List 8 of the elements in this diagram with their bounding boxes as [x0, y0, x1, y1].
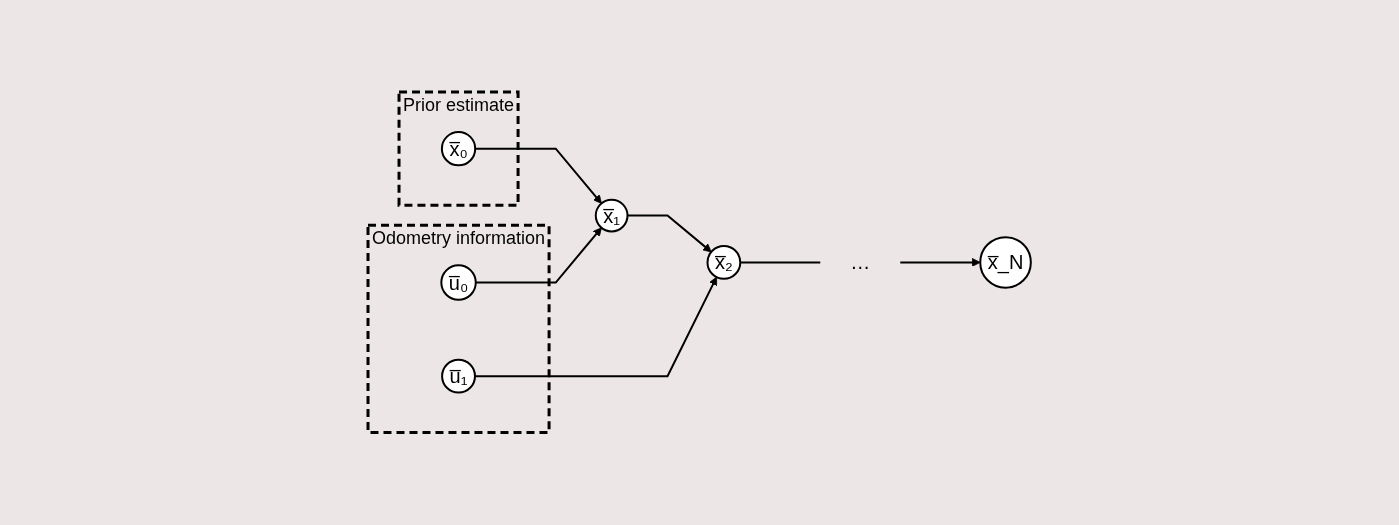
arrow: [899, 258, 981, 267]
node-circle: x̅_N: [979, 236, 1032, 289]
node-circle: x̅₁: [594, 198, 629, 233]
node-circle: x̅₀: [440, 131, 477, 167]
node-circle: u̅₁: [441, 358, 477, 394]
node-circle: u̅₀: [440, 264, 477, 301]
node-text: …: [850, 251, 871, 274]
node-circle: x̅₂: [706, 245, 742, 280]
